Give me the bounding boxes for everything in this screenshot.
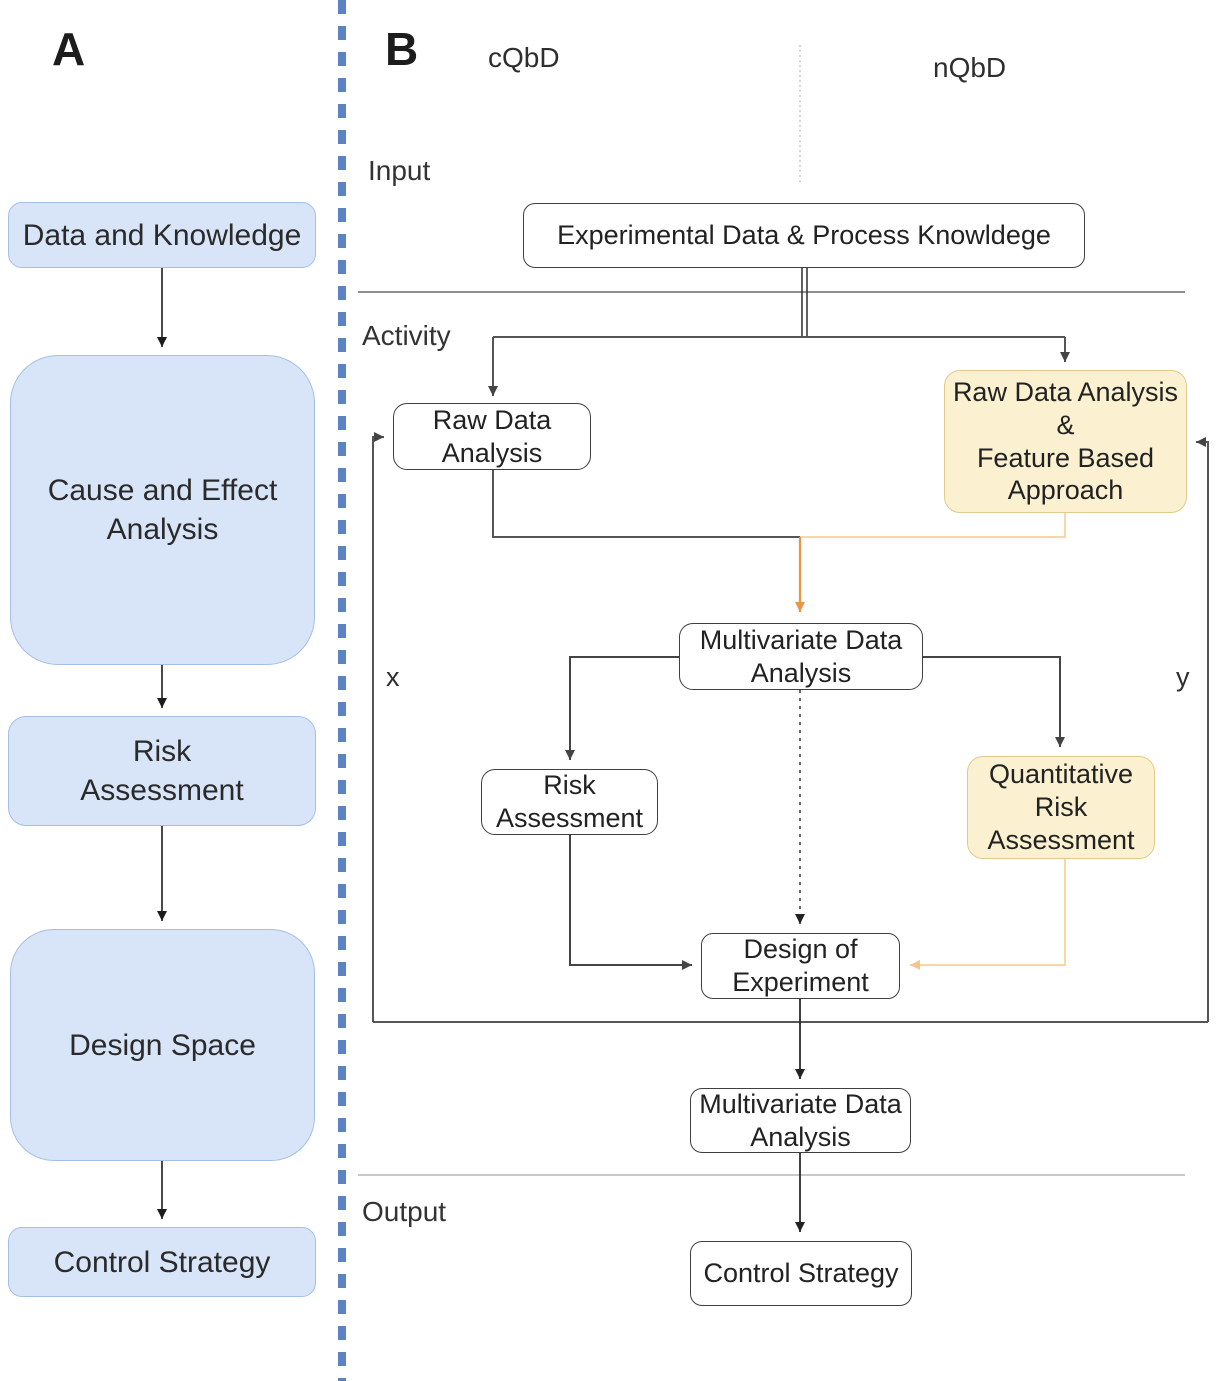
section-label-input: Input [368,155,431,186]
node-quantitative-risk-assessment: Quantitative Risk Assessment [967,756,1155,859]
node-multivariate-data-analysis-1: Multivariate Data Analysis [679,623,923,690]
panel-a-label: A [52,23,86,75]
qra-to-doe-light-orange [910,859,1066,970]
node-risk-assessment-a: Risk Assessment [8,716,316,826]
column-label-nqbd: nQbD [933,52,1007,83]
node-risk-assessment-b: Risk Assessment [481,769,658,835]
node-design-space: Design Space [10,929,315,1161]
node-data-and-knowledge: Data and Knowledge [8,202,316,268]
branch-connectors [488,336,1070,396]
feedback-loop [372,432,1209,1023]
panel-divider-dashed [338,0,346,1381]
edge-label-x: x [386,662,400,692]
mda-to-risk-connectors [565,656,1065,760]
node-multivariate-data-analysis-2: Multivariate Data Analysis [690,1088,911,1153]
node-cause-and-effect-analysis: Cause and Effect Analysis [10,355,315,665]
node-control-strategy-b: Control Strategy [690,1241,912,1306]
feature-to-mda-light-orange [800,513,1066,538]
column-label-cqbd: cQbD [488,42,560,73]
section-label-output: Output [362,1196,447,1227]
node-control-strategy-a: Control Strategy [8,1227,316,1297]
raw-data-to-mda [492,470,800,538]
risk-to-doe [569,835,692,970]
node-design-of-experiment: Design of Experiment [701,933,900,999]
edge-label-y: y [1176,662,1190,692]
node-experimental-data: Experimental Data & Process Knowldege [523,203,1085,268]
section-label-activity: Activity [362,320,451,351]
double-line-connector [801,268,808,337]
panel-b-label: B [385,23,419,75]
node-raw-data-analysis: Raw Data Analysis [393,403,591,470]
node-raw-data-feature-approach: Raw Data Analysis & Feature Based Approa… [944,370,1187,513]
